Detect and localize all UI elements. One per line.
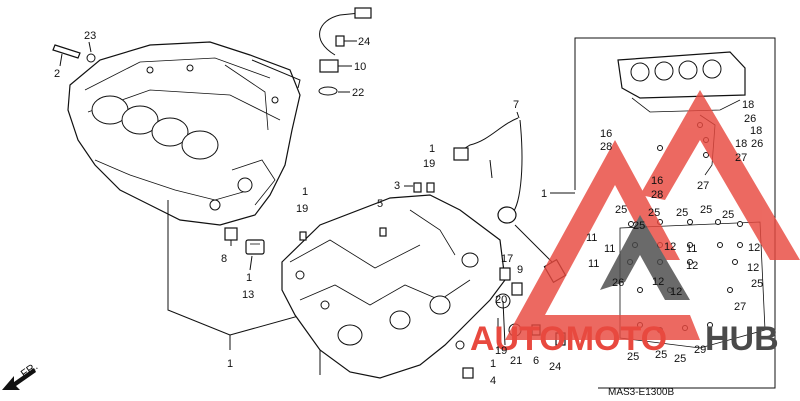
callout: 2 bbox=[54, 68, 60, 80]
callout: 21 bbox=[510, 355, 522, 367]
callout: 16 bbox=[600, 128, 612, 140]
callout: 9 bbox=[517, 264, 523, 276]
callout: 12 bbox=[748, 242, 760, 254]
callout: 10 bbox=[354, 61, 366, 73]
callout: 11 bbox=[588, 258, 599, 270]
callout: 25 bbox=[722, 209, 734, 221]
callout: 11 bbox=[686, 243, 697, 255]
callout: 12 bbox=[670, 286, 682, 298]
callout: 25 bbox=[633, 220, 645, 232]
callout: 4 bbox=[490, 375, 496, 387]
callout: 27 bbox=[697, 180, 709, 192]
callout: 1 bbox=[490, 358, 496, 370]
callout: 23 bbox=[84, 30, 96, 42]
callout: 5 bbox=[377, 198, 383, 210]
watermark-text-right: HUB bbox=[705, 320, 779, 358]
stud-bolt bbox=[52, 44, 96, 63]
front-arrow: FR. bbox=[2, 360, 40, 390]
callout: 13 bbox=[242, 289, 254, 301]
callout: 3 bbox=[394, 180, 400, 192]
callout: 18 bbox=[735, 138, 747, 150]
callout: 1 bbox=[227, 358, 233, 370]
callout: 16 bbox=[651, 175, 663, 187]
diagram-code: MAS3-E1300B bbox=[608, 387, 674, 398]
dowel-pins bbox=[299, 182, 435, 241]
callout: 20 bbox=[495, 294, 507, 306]
callout: 7 bbox=[513, 99, 519, 111]
callout: 26 bbox=[612, 277, 624, 289]
callout: 26 bbox=[751, 138, 763, 150]
callout: 26 bbox=[744, 113, 756, 125]
callout: 25 bbox=[676, 207, 688, 219]
callout: 8 bbox=[221, 253, 227, 265]
callout: 1 bbox=[246, 272, 252, 284]
watermark-logo bbox=[505, 90, 800, 340]
callout: 27 bbox=[734, 301, 746, 313]
callout: 24 bbox=[358, 36, 370, 48]
callout: 28 bbox=[600, 141, 612, 153]
callout: 1 bbox=[429, 143, 435, 155]
lower-crankcase bbox=[281, 194, 506, 379]
callout: 25 bbox=[648, 207, 660, 219]
callout: 25 bbox=[615, 204, 627, 216]
callout: 12 bbox=[664, 241, 676, 253]
oil-pressure-switch bbox=[224, 227, 238, 246]
callout: 28 bbox=[651, 189, 663, 201]
callout: 12 bbox=[747, 262, 759, 274]
drain-plug bbox=[245, 239, 265, 255]
callout: 12 bbox=[652, 276, 664, 288]
callout: 18 bbox=[750, 125, 762, 137]
callout: 25 bbox=[655, 349, 667, 361]
callout: 19 bbox=[495, 345, 507, 357]
callout: 12 bbox=[686, 260, 698, 272]
callout: 18 bbox=[742, 99, 754, 111]
callout: 29 bbox=[694, 344, 706, 356]
callout-labels: 23 2 8 1 13 1 24 10 22 1 19 3 1 19 5 7 1… bbox=[54, 30, 763, 387]
callout: 1 bbox=[541, 188, 547, 200]
callout: 24 bbox=[549, 361, 561, 373]
callout: 19 bbox=[296, 203, 308, 215]
callout: 1 bbox=[302, 186, 308, 198]
callout: 25 bbox=[627, 351, 639, 363]
leader-lines bbox=[59, 40, 520, 271]
callout: 17 bbox=[501, 253, 513, 265]
callout: 27 bbox=[735, 152, 747, 164]
callout: 22 bbox=[352, 87, 364, 99]
callout: 11 bbox=[586, 232, 597, 244]
callout: 6 bbox=[533, 355, 539, 367]
callout: 25 bbox=[751, 278, 763, 290]
watermark-text-left: AUTOMOTO bbox=[470, 320, 667, 358]
upper-crankcase bbox=[67, 41, 301, 226]
callout: 25 bbox=[674, 353, 686, 365]
callout: 19 bbox=[423, 158, 435, 170]
callout: 11 bbox=[604, 243, 615, 255]
callout: 25 bbox=[700, 204, 712, 216]
sensor-with-wire bbox=[318, 7, 372, 96]
